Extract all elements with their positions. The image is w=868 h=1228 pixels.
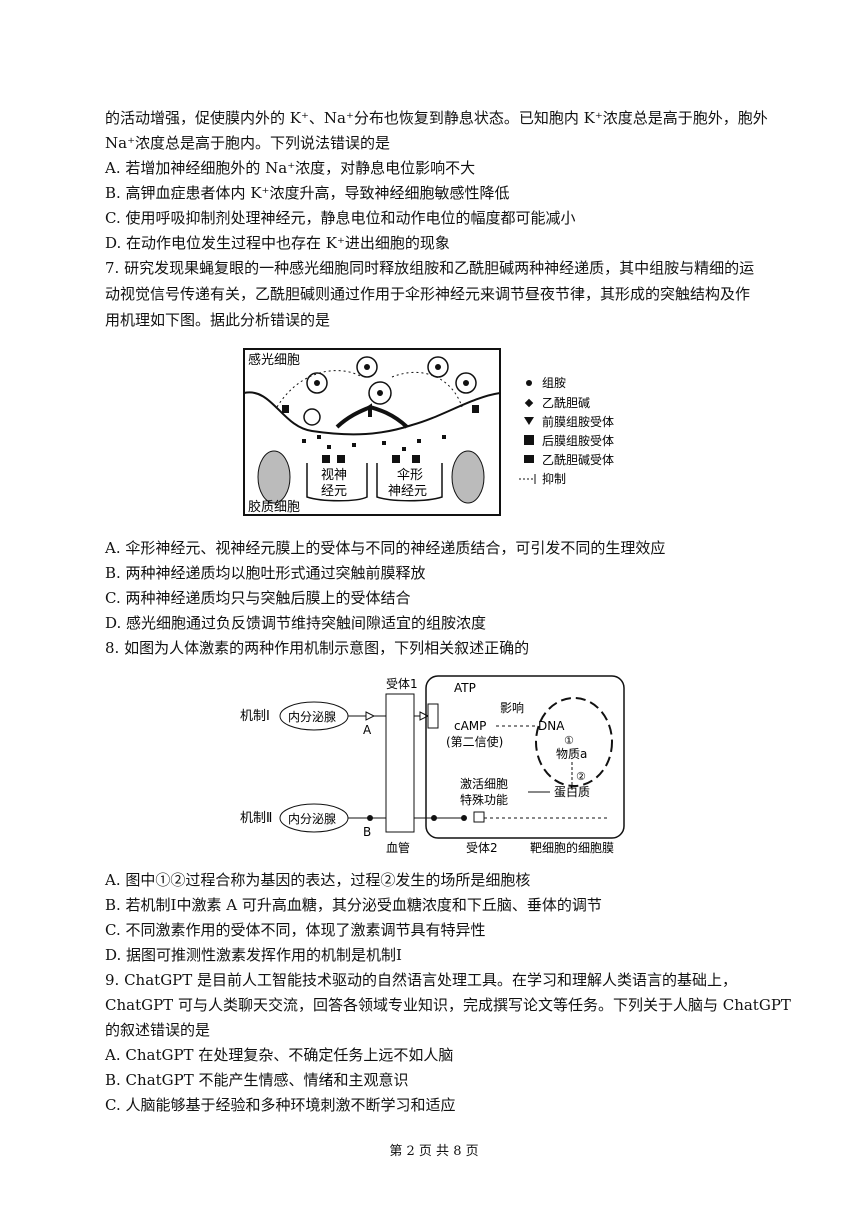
- step-2-label: ②: [576, 770, 586, 783]
- option-a: A. 若增加神经细胞外的 Na⁺浓度，对静息电位影响不大: [105, 159, 476, 177]
- acetylcholine-icon: [524, 398, 534, 408]
- receptor-2-icon: [473, 811, 485, 823]
- mechanism-1-label: 机制Ⅰ: [240, 709, 270, 724]
- influence-label: 影响: [500, 700, 524, 715]
- pre-receptor-icon: [524, 417, 534, 425]
- question-stem: 的叙述错误的是: [105, 1021, 211, 1039]
- text-line: 的活动增强，促使膜内外的 K⁺、Na⁺分布也恢复到静息状态。已知胞内 K⁺浓度总…: [105, 109, 768, 127]
- legend-label: 抑制: [542, 471, 566, 486]
- hormone-a-label: A: [363, 723, 372, 737]
- page-footer: 第 2 页 共 8 页: [389, 1144, 479, 1159]
- hormone-a-icon: [365, 711, 376, 721]
- receptor-1-icon: [427, 703, 439, 729]
- step-1-label: ①: [564, 734, 574, 747]
- post-receptor-icon: [524, 435, 534, 445]
- hormone-mechanism-figure: 机制Ⅰ 机制Ⅱ 内分泌腺 内分泌腺 A B 血管 受体1 ATP cAMP (第…: [240, 675, 625, 855]
- question-stem: 动视觉信号传递有关，乙酰胆碱则通过作用于伞形神经元来调节昼夜节律，其形成的突触结…: [105, 285, 751, 303]
- option-d: D. 在动作电位发生过程中也存在 K⁺进出细胞的现象: [105, 234, 450, 252]
- mechanism-2-label: 机制Ⅱ: [240, 811, 272, 826]
- question-stem: 9. ChatGPT 是目前人工智能技术驱动的自然语言处理工具。在学习和理解人类…: [105, 971, 738, 989]
- legend-label: 组胺: [542, 376, 566, 390]
- receptor-2-label: 受体2: [466, 841, 498, 855]
- text-line: Na⁺浓度总是高于胞内。下列说法错误的是: [105, 134, 390, 152]
- option-c: C. 使用呼吸抑制剂处理神经元，静息电位和动作电位的幅度都可能减小: [105, 209, 576, 227]
- umbrella-neuron-label: 伞形: [397, 467, 423, 483]
- legend-label: 乙酰胆碱受体: [542, 453, 614, 467]
- atp-label: ATP: [454, 681, 476, 695]
- legend-label: 乙酰胆碱: [542, 396, 590, 410]
- legend-label: 后膜组胺受体: [542, 434, 614, 448]
- second-messenger-label: (第二信使): [446, 734, 503, 749]
- option-b: B. 两种神经递质均以胞吐形式通过突触前膜释放: [105, 564, 426, 582]
- ach-receptor-icon: [524, 455, 534, 463]
- option-c: C. 两种神经递质均只与突触后膜上的受体结合: [105, 589, 411, 607]
- question-stem: ChatGPT 可与人类聊天交流，回答各领域专业知识，完成撰写论文等任务。下列关…: [105, 996, 791, 1014]
- membrane-label: 靶细胞的细胞膜: [530, 840, 614, 855]
- option-a: A. 伞形神经元、视神经元膜上的受体与不同的神经递质结合，可引发不同的生理效应: [105, 539, 666, 557]
- question-stem: 7. 研究发现果蝇复眼的一种感光细胞同时释放组胺和乙酰胆碱两种神经递质，其中组胺…: [105, 259, 755, 277]
- activate-label: 激活细胞: [460, 777, 508, 791]
- target-cell-membrane: [425, 675, 625, 839]
- umbrella-neuron-label: 神经元: [388, 484, 427, 499]
- synapse-figure: 感光细胞 胶质细胞 视神 经元 伞形 神经元 组胺 乙酰胆碱 前膜组胺受体 后膜…: [243, 348, 614, 516]
- option-b: B. ChatGPT 不能产生情感、情绪和主观意识: [105, 1071, 409, 1089]
- activate-label: 特殊功能: [460, 792, 508, 807]
- glia-label: 胶质细胞: [248, 499, 300, 515]
- legend-label: 前膜组胺受体: [542, 414, 614, 429]
- option-b: B. 高钾血症患者体内 K⁺浓度升高，导致神经细胞敏感性降低: [105, 184, 510, 202]
- option-a: A. ChatGPT 在处理复杂、不确定任务上远不如人脑: [105, 1046, 454, 1064]
- gland-label: 内分泌腺: [288, 812, 336, 826]
- optic-neuron-label: 视神: [321, 468, 347, 483]
- hormone-b-icon: [367, 815, 373, 821]
- option-a: A. 图中①②过程合称为基因的表达，过程②发生的场所是细胞核: [105, 871, 531, 889]
- question-stem: 用机理如下图。据此分析错误的是: [105, 311, 331, 329]
- matter-a-label: 物质a: [556, 747, 587, 761]
- hormone-b-label: B: [363, 825, 371, 839]
- option-d: D. 据图可推测性激素发挥作用的机制是机制Ⅰ: [105, 946, 402, 964]
- camp-label: cAMP: [454, 719, 486, 733]
- dna-label: DNA: [538, 719, 565, 733]
- photoreceptor-label: 感光细胞: [248, 352, 300, 368]
- option-d: D. 感光细胞通过负反馈调节维持突触间隙适宜的组胺浓度: [105, 614, 487, 632]
- option-b: B. 若机制Ⅰ中激素 A 可升高血糖，其分泌受血糖浓度和下丘脑、垂体的调节: [105, 896, 602, 914]
- vessel-label: 血管: [386, 840, 410, 855]
- protein-label: 蛋白质: [554, 784, 590, 799]
- optic-neuron-label: 经元: [321, 484, 347, 499]
- option-c: C. 不同激素作用的受体不同，体现了激素调节具有特异性: [105, 921, 486, 939]
- gland-label: 内分泌腺: [288, 710, 336, 724]
- blood-vessel: [385, 693, 415, 833]
- question-stem: 8. 如图为人体激素的两种作用机制示意图，下列相关叙述正确的: [105, 639, 530, 657]
- histamine-icon: [526, 380, 532, 386]
- option-c: C. 人脑能够基于经验和多种环境刺激不断学习和适应: [105, 1096, 456, 1114]
- receptor-1-label: 受体1: [386, 677, 418, 691]
